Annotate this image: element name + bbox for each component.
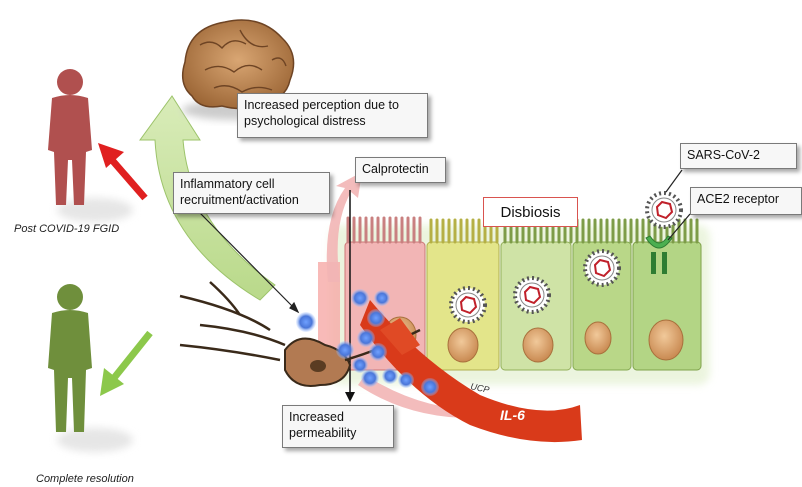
ace2-label-box: ACE2 receptor: [690, 187, 802, 215]
virus-icon: [647, 193, 681, 227]
virus-icon: [585, 251, 619, 285]
post-covid-person-figure: [48, 69, 133, 222]
red-worsening-arrow: [98, 143, 145, 198]
green-resolution-arrow: [100, 333, 150, 396]
post-covid-caption: Post COVID-19 FGID: [14, 223, 119, 235]
complete-resolution-caption: Complete resolution: [36, 473, 134, 485]
virus-icon: [515, 278, 549, 312]
disbiosis-label: Disbiosis: [500, 204, 560, 221]
sars-cov-2-label-box: SARS-CoV-2: [680, 143, 797, 169]
inflammatory-label-box: Inflammatory cell recruitment/activation: [173, 172, 330, 214]
perception-label: Increased perception due to psychologica…: [244, 98, 399, 128]
inflammatory-label: Inflammatory cell recruitment/activation: [180, 177, 299, 207]
il6-label: IL-6: [500, 407, 525, 423]
calprotectin-label: Calprotectin: [362, 162, 429, 176]
sars-cov-2-label: SARS-CoV-2: [687, 148, 760, 162]
perception-label-box: Increased perception due to psychologica…: [237, 93, 428, 138]
ace2-label: ACE2 receptor: [697, 192, 779, 206]
calprotectin-label-box: Calprotectin: [355, 157, 446, 183]
virus-icon: [451, 288, 485, 322]
permeability-label-box: Increased permeability: [282, 405, 394, 448]
permeability-label: Increased permeability: [289, 410, 356, 440]
disbiosis-label-box: Disbiosis: [483, 197, 578, 227]
